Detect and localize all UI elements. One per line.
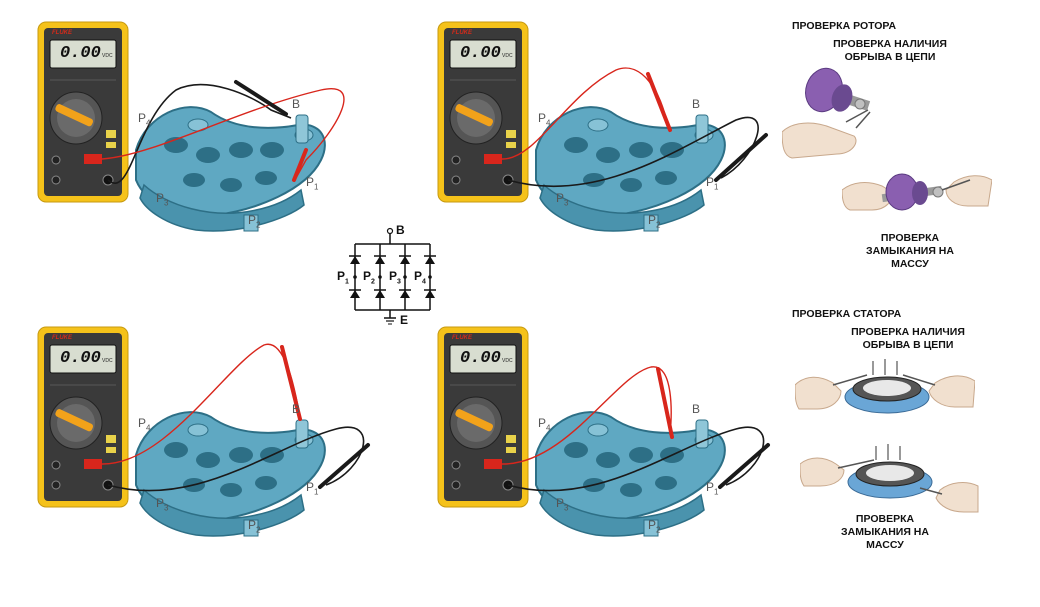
rectifier-test-top-right: FLUKE 0.00 VDC B P4 P1 P3 P2 [436, 20, 776, 250]
diode-lower [375, 290, 385, 298]
terminal-label-p2: P2 [248, 213, 261, 230]
black-lead [107, 83, 292, 184]
black-lead [107, 426, 365, 492]
meter-reading: 0.00 [60, 349, 101, 368]
rectifier-test-bottom-right: FLUKE 0.00 VDC B P4 P1 P3 P2 [436, 325, 776, 555]
rectifier-test-bottom-left: FLUKE 0.00 VDC B P4 P1 P3 P2 [36, 325, 376, 555]
terminal-label-p3: P3 [156, 191, 169, 208]
multimeter [437, 326, 529, 508]
black-probe [318, 443, 370, 489]
diode-lower [350, 290, 360, 298]
meter-unit: VDC [502, 53, 513, 59]
meter-reading: 0.00 [60, 44, 101, 63]
meter-reading: 0.00 [460, 349, 501, 368]
red-lead [501, 67, 669, 160]
terminal-label-p4: P4 [138, 416, 151, 433]
black-probe [234, 80, 288, 116]
meter-brand: FLUKE [52, 30, 72, 36]
red-lead [501, 366, 672, 465]
terminal-label-b: B [692, 97, 701, 111]
meter-unit: VDC [502, 358, 513, 364]
red-lead [101, 88, 345, 179]
black-probe [718, 443, 770, 489]
stator-section-title: ПРОВЕРКА СТАТОРА [792, 308, 902, 320]
rotor-ground-photo [842, 173, 992, 211]
rectifier-test-top-left: FLUKE 0.00 VDC B P4 P1 P3 P2 [36, 20, 376, 250]
stator-open-circuit-photo [795, 359, 975, 414]
probe-leads [101, 343, 370, 492]
meter-unit: VDC [102, 53, 113, 59]
terminal-label-b: B [292, 97, 301, 111]
junction-node [378, 275, 382, 279]
rotor-open-circuit-caption: ПРОВЕРКА НАЛИЧИЯ ОБРЫВА В ЦЕПИ [833, 38, 947, 63]
terminal-label-p2: P2 [648, 518, 661, 535]
rectifier-assembly [535, 106, 726, 232]
terminal-label-p1: P1 [706, 480, 719, 497]
schematic-label-p2: P2 [363, 269, 375, 286]
diode-upper [375, 256, 385, 264]
terminal-label-b: B [292, 402, 301, 416]
terminal-label-p3: P3 [556, 496, 569, 513]
rectifier-assembly [135, 411, 326, 537]
stator-open-circuit-caption: ПРОВЕРКА НАЛИЧИЯ ОБРЫВА В ЦЕПИ [851, 326, 965, 351]
red-probe [646, 72, 672, 132]
diode-upper [350, 256, 360, 264]
terminal-label-p4: P4 [538, 416, 551, 433]
multimeter [37, 326, 129, 508]
junction-node [428, 275, 432, 279]
test-illustration [37, 21, 326, 232]
stator-ground-photo [800, 444, 979, 513]
terminal-label-p3: P3 [556, 191, 569, 208]
terminal-label-p2: P2 [648, 213, 661, 230]
terminal-label-p2: P2 [248, 518, 261, 535]
black-lead [507, 426, 765, 492]
black-probe [714, 133, 768, 182]
meter-unit: VDC [102, 358, 113, 364]
schematic-label-b: B [396, 223, 405, 237]
multimeter [37, 21, 129, 203]
junction-node [403, 275, 407, 279]
multimeter [437, 21, 529, 203]
terminal-label-p4: P4 [138, 111, 151, 128]
terminal-label-p1: P1 [306, 175, 319, 192]
terminal-label-p1: P1 [706, 175, 719, 192]
red-probe [280, 345, 302, 421]
schematic-label-e: E [400, 313, 409, 327]
diode-upper [425, 256, 435, 264]
schematic-label-p3: P3 [389, 269, 401, 286]
junction-node [353, 275, 357, 279]
rotor-ground-caption: ПРОВЕРКА ЗАМЫКАНИЯ НА МАССУ [866, 232, 954, 270]
schematic-label-p4: P4 [414, 269, 426, 286]
diode-lower [400, 290, 410, 298]
probe-leads [501, 67, 768, 188]
diode-bridge-schematic: B E P1 P2 P3 P4 [330, 222, 450, 327]
terminal-label-p4: P4 [538, 111, 551, 128]
diode-upper [400, 256, 410, 264]
red-probe [292, 148, 308, 182]
meter-brand: FLUKE [52, 335, 72, 341]
probe-leads [501, 366, 770, 492]
test-illustration [37, 326, 326, 537]
rectifier-assembly [135, 106, 326, 232]
meter-brand: FLUKE [452, 335, 472, 341]
probe-leads [101, 80, 345, 184]
rotor-open-circuit-photo [782, 67, 871, 159]
diode-lower [425, 290, 435, 298]
terminal-label-p1: P1 [306, 480, 319, 497]
stator-ground-caption: ПРОВЕРКА ЗАМЫКАНИЯ НА МАССУ [841, 513, 929, 551]
meter-reading: 0.00 [460, 44, 501, 63]
terminal-label-b: B [692, 402, 701, 416]
test-illustration [437, 21, 726, 232]
red-probe [656, 367, 674, 439]
meter-brand: FLUKE [452, 30, 472, 36]
terminal-label-p3: P3 [156, 496, 169, 513]
rotor-section-title: ПРОВЕРКА РОТОРА [792, 20, 897, 32]
red-lead [101, 343, 301, 465]
schematic-label-p1: P1 [337, 269, 349, 286]
